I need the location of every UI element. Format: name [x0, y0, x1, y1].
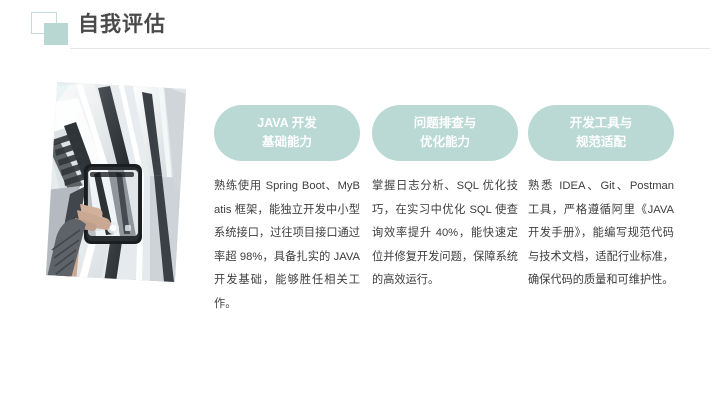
skill-title-line-2: 基础能力	[261, 135, 312, 149]
skills-columns: JAVA 开发 基础能力 熟练使用 Spring Boot、MyBatis 框架…	[210, 105, 710, 375]
skill-column: 开发工具与 规范适配 熟悉 IDEA、Git、Postman 工具，严格遵循阿里…	[528, 105, 678, 293]
skill-description: 掌握日志分析、SQL 优化技巧，在实习中优化 SQL 使查询效率提升 40%，能…	[372, 180, 518, 286]
skill-title-pill[interactable]: 开发工具与 规范适配	[528, 105, 674, 161]
skill-title-pill[interactable]: JAVA 开发 基础能力	[214, 105, 360, 161]
skill-title-line-1: JAVA 开发	[257, 116, 317, 130]
skill-column: 问题排查与 优化能力 掌握日志分析、SQL 优化技巧，在实习中优化 SQL 使查…	[372, 105, 522, 293]
architecture-photo-illustration	[46, 82, 186, 282]
skill-column: JAVA 开发 基础能力 熟练使用 Spring Boot、MyBatis 框架…	[214, 105, 364, 316]
filled-square-icon	[44, 23, 68, 45]
photo-clip	[46, 82, 186, 282]
skill-description: 熟练使用 Spring Boot、MyBatis 框架，能独立开发中小型系统接口…	[214, 180, 360, 310]
skill-title-line-1: 开发工具与	[569, 116, 633, 130]
skill-title-line-1: 问题排查与	[413, 116, 477, 130]
header-decorative-squares-icon	[31, 12, 73, 46]
slide-header: 自我评估	[0, 0, 720, 50]
skill-title-line-2: 规范适配	[575, 135, 626, 149]
feature-photo	[46, 82, 186, 282]
skill-title-pill[interactable]: 问题排查与 优化能力	[372, 105, 518, 161]
header-divider	[70, 48, 710, 49]
skill-description: 熟悉 IDEA、Git、Postman 工具，严格遵循阿里《JAVA 开发手册》…	[528, 180, 674, 286]
skill-title-line-2: 优化能力	[419, 135, 470, 149]
page-title: 自我评估	[78, 13, 166, 36]
